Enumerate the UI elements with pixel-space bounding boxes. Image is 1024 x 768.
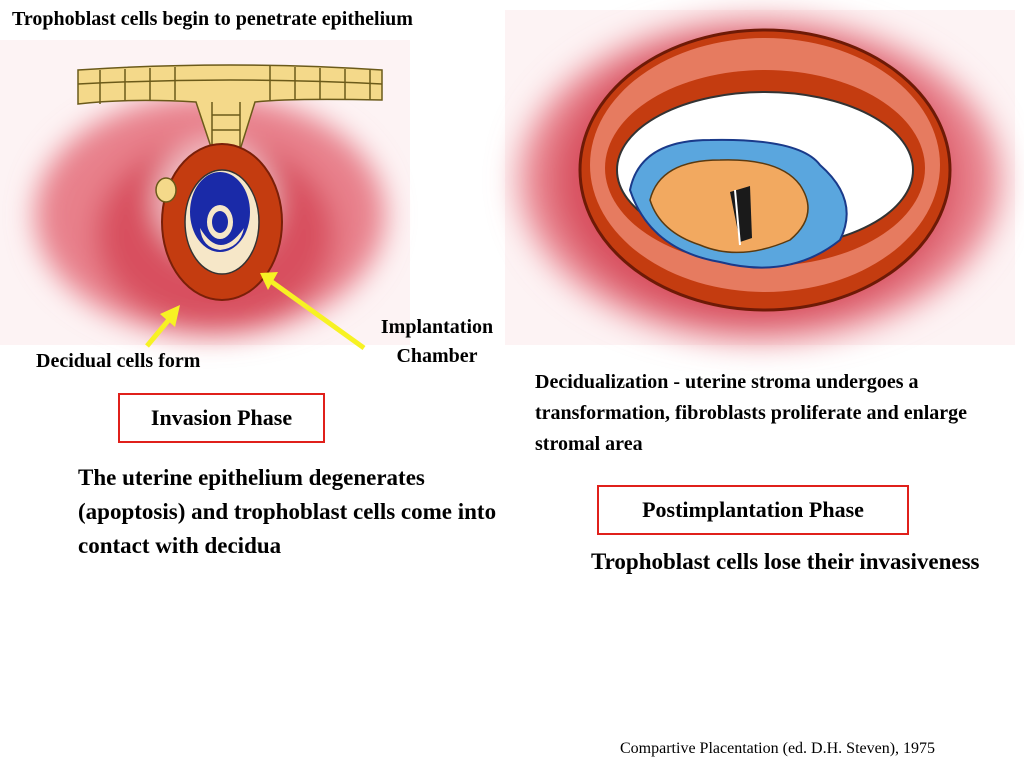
postimplantation-diagram [505, 10, 1015, 345]
uterine-epithelium [77, 64, 383, 151]
decidualization-text: Decidualization - uterine stroma undergo… [535, 371, 968, 455]
postimplantation-phase-heading: Postimplantation Phase [642, 497, 864, 522]
postimplantation-phase-description: Trophoblast cells lose their invasivenes… [591, 549, 980, 574]
slide-title: Trophoblast cells begin to penetrate epi… [12, 8, 413, 30]
invasion-phase-box: Invasion Phase [118, 393, 325, 443]
arrow-decidual [145, 305, 180, 348]
chamber-label-line1: Implantation [380, 316, 494, 338]
invasion-phase-heading: Invasion Phase [150, 405, 293, 430]
invasion-phase-description: The uterine epithelium degenerates (apop… [78, 465, 497, 558]
implantation-chamber-label: Implantation Chamber [362, 313, 512, 371]
implantation-chamber [578, 28, 952, 312]
source-credit: Compartive Placentation (ed. D.H. Steven… [620, 740, 936, 757]
decidual-cells-label: Decidual cells form [36, 350, 201, 372]
blastocyst-invading [155, 143, 283, 301]
arrow-chamber [260, 272, 366, 351]
chamber-label-line2: Chamber [396, 345, 478, 367]
postimplantation-phase-box: Postimplantation Phase [597, 485, 909, 535]
invasion-diagram [0, 40, 410, 351]
